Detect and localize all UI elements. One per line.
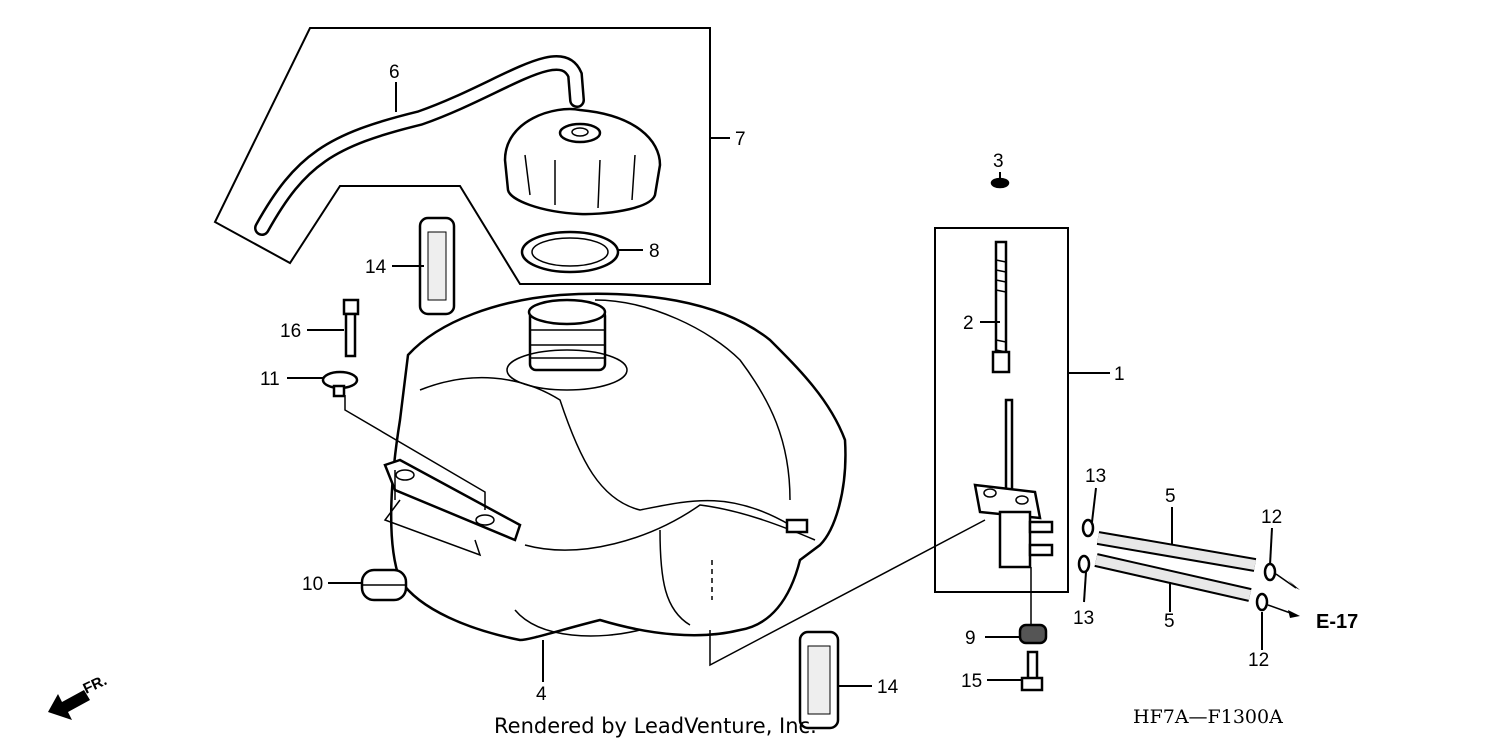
- fuel-strainer-pipe: [991, 240, 1011, 374]
- callout-5-lower: 5: [1164, 611, 1175, 632]
- callout-12-upper: 12: [1261, 507, 1282, 528]
- callout-13-lower: 13: [1073, 608, 1094, 629]
- diagram-code: HF7A—F1300A: [1133, 706, 1283, 728]
- callout-12-lower: 12: [1248, 650, 1269, 671]
- callout-2: 2: [963, 313, 974, 334]
- hose-clips: [1077, 518, 1277, 612]
- fuel-cap: [503, 107, 662, 216]
- callout-4: 4: [536, 684, 547, 705]
- fuel-valve: [973, 398, 1054, 569]
- callout-10: 10: [302, 574, 323, 595]
- breather-hose-inner: [256, 57, 583, 234]
- grommet-10: [360, 568, 408, 602]
- front-arrow-icon: FR.: [48, 672, 110, 720]
- callout-11: 11: [260, 369, 280, 390]
- bolt-16: [342, 298, 360, 358]
- fuel-line-upper: [1096, 531, 1257, 572]
- callout-3: 3: [993, 151, 1004, 172]
- o-ring-3: [990, 177, 1010, 189]
- tank-strap-upper: [418, 216, 456, 316]
- credit-text: Rendered by LeadVenture, Inc.: [494, 714, 817, 738]
- callout-14-lower: 14: [877, 677, 899, 698]
- kit-7-outline: [213, 27, 711, 285]
- arrows-to-e17: [1267, 573, 1300, 618]
- tank-strap-lower: [798, 630, 840, 730]
- front-marker: FR.: [81, 672, 110, 698]
- leader-lines: [287, 82, 1273, 687]
- leader-valve: [709, 519, 986, 667]
- callout-5-upper: 5: [1165, 486, 1176, 507]
- callout-13-upper: 13: [1085, 466, 1106, 487]
- callout-15: 15: [961, 671, 982, 692]
- fuel-line-lower: [1094, 553, 1252, 602]
- callout-8: 8: [649, 241, 660, 262]
- leader-bracket: [383, 499, 482, 557]
- callout-6: 6: [389, 62, 400, 83]
- collar-11: [321, 370, 359, 398]
- callout-9: 9: [965, 628, 976, 649]
- cushion-9: [1018, 567, 1048, 645]
- callout-16: 16: [280, 321, 301, 342]
- ref-page-e17: E-17: [1316, 611, 1358, 633]
- fuel-tank: [383, 292, 847, 642]
- leader-collar: [344, 395, 486, 510]
- kit-1-outline: [934, 227, 1069, 593]
- callout-14-upper: 14: [365, 257, 387, 278]
- cap-gasket: [520, 230, 620, 274]
- callout-7: 7: [735, 129, 746, 150]
- callout-1: 1: [1114, 364, 1125, 385]
- bolt-15: [1020, 650, 1044, 692]
